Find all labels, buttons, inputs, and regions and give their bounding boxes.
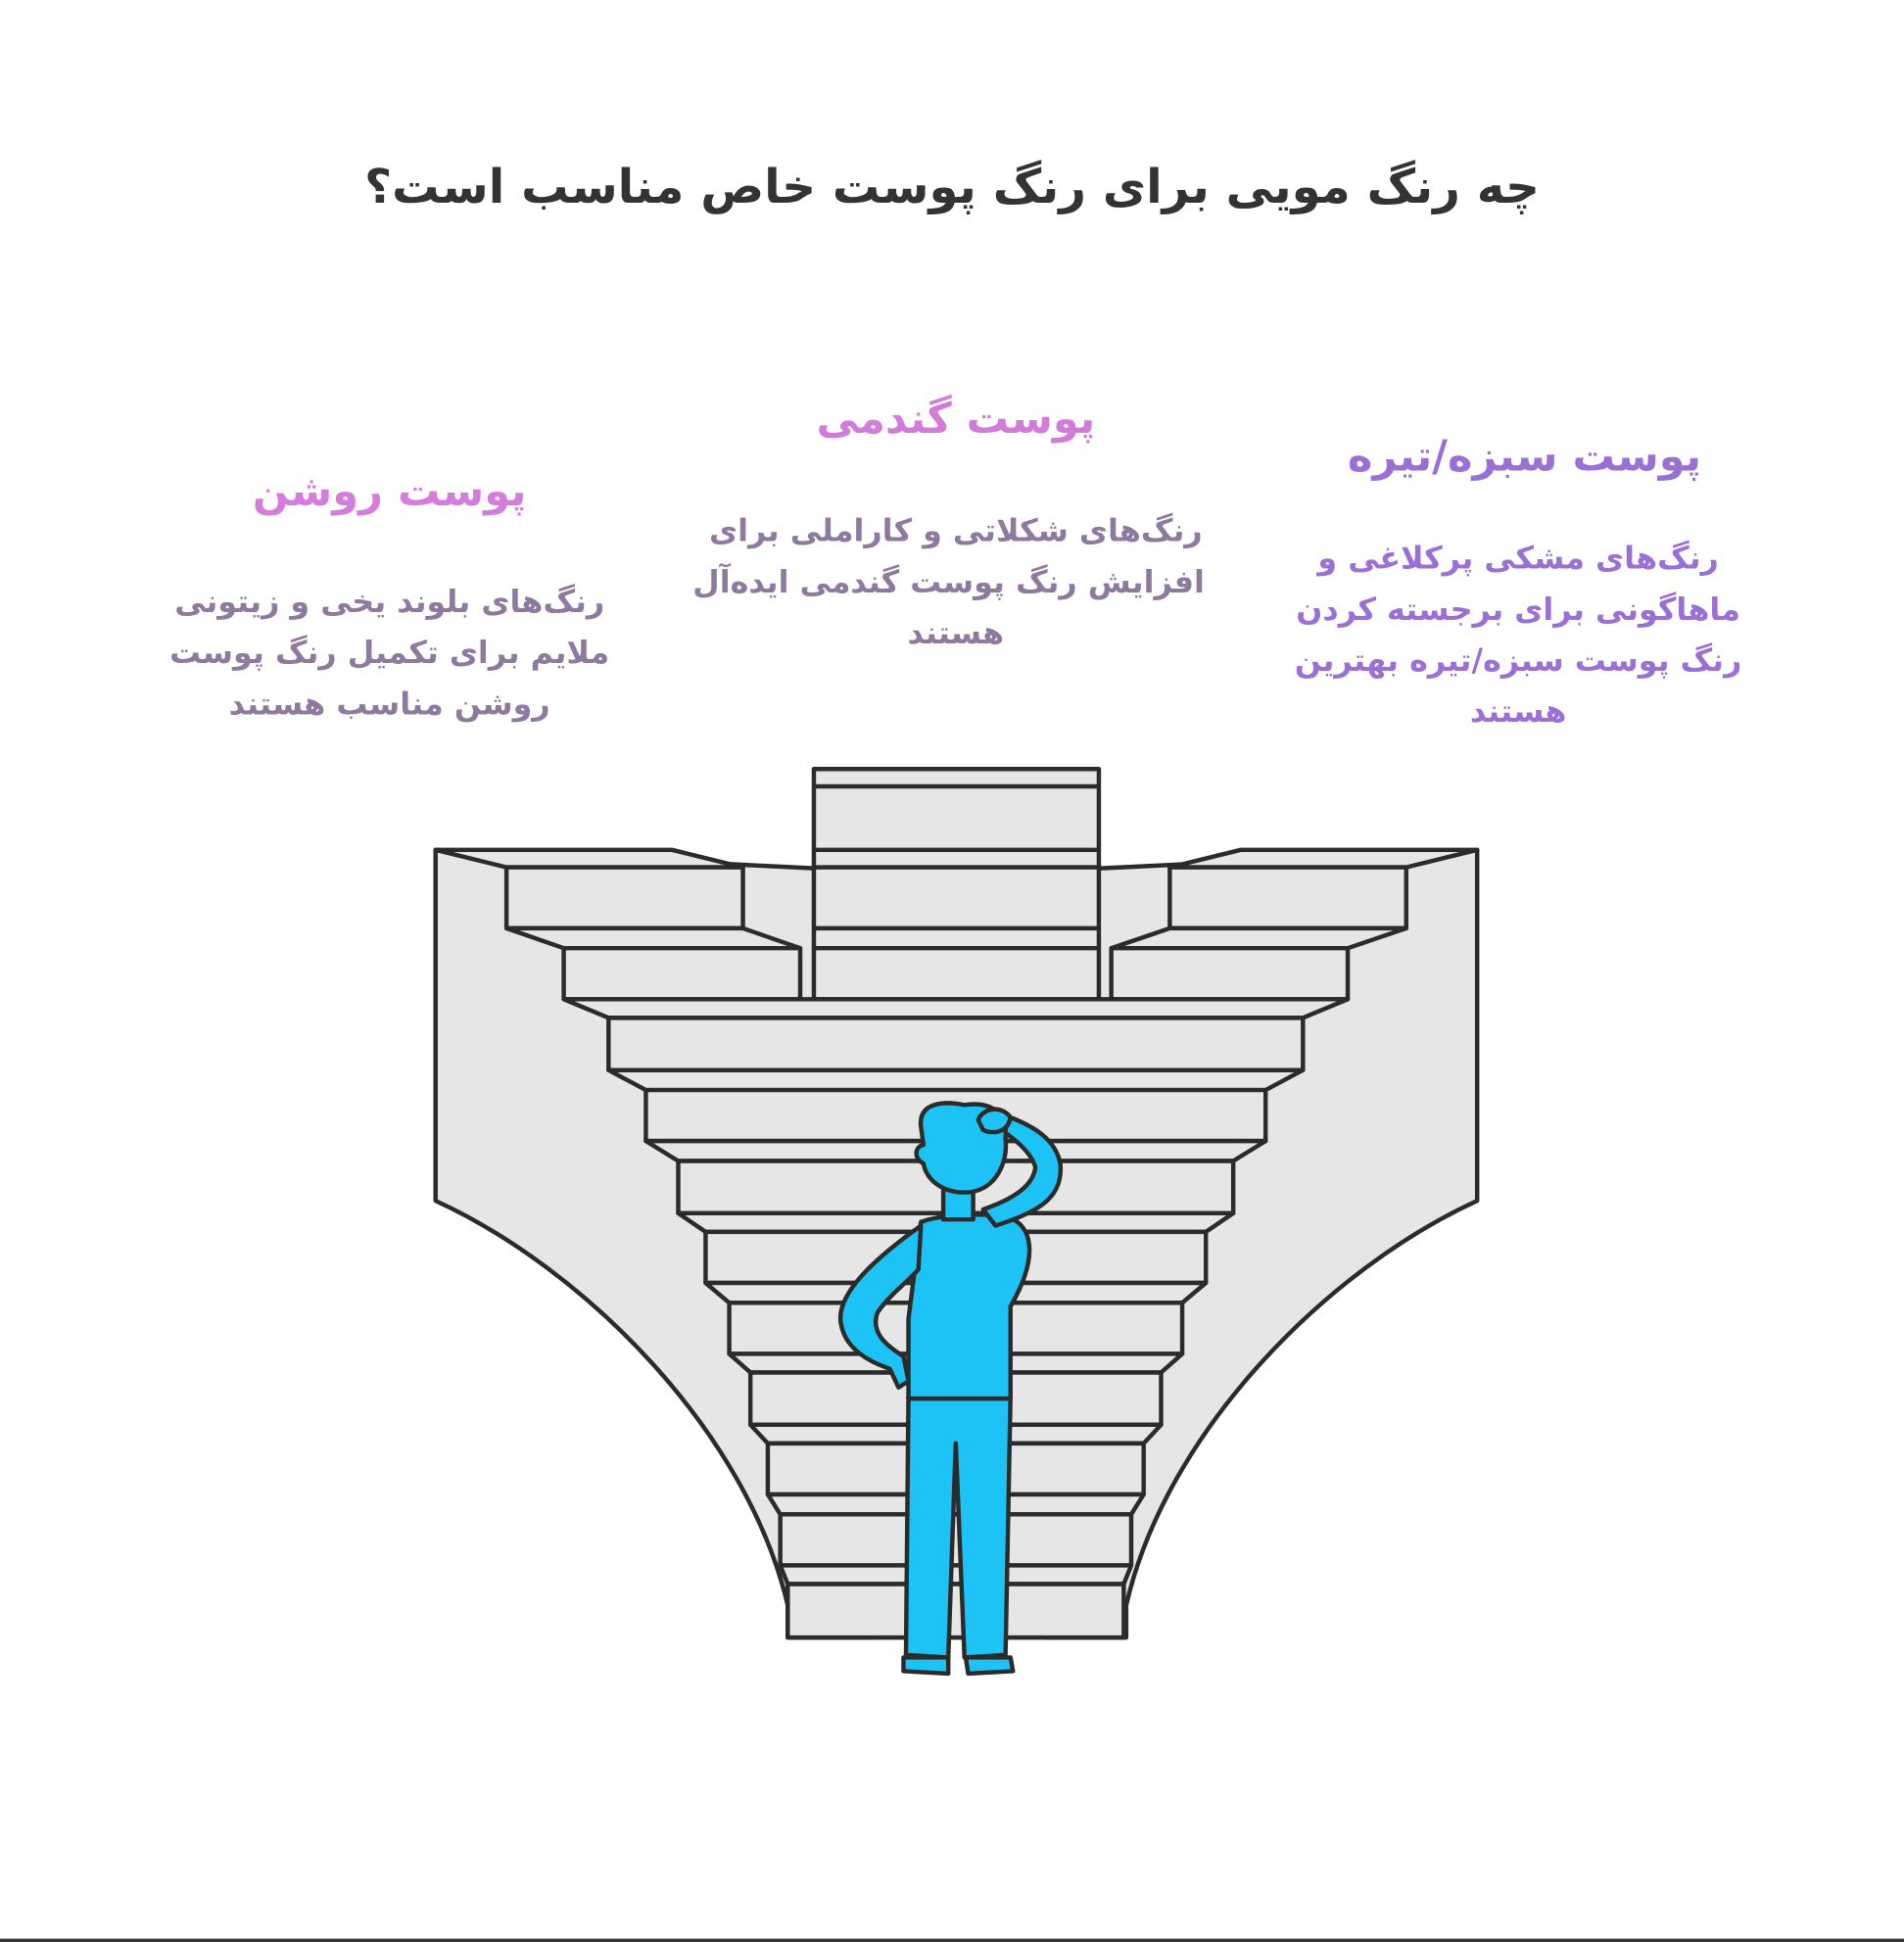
option-heading-dark-skin: پوست سبزه/تیره	[1347, 431, 1702, 482]
description-line: رنگ‌های بلوند یخی و زیتونی	[174, 583, 605, 620]
hip-arm	[837, 1223, 924, 1390]
stair-riser	[778, 1563, 1134, 1587]
option-description-dark-skin: رنگ‌های مشکی پرکلاغی و ماهاگونی برای برج…	[1269, 533, 1767, 736]
torso	[906, 1212, 1032, 1401]
center-tower	[811, 767, 1102, 1002]
description-line: هستند	[907, 614, 1005, 651]
option-heading-wheat-skin: پوست گندمی	[816, 394, 1096, 445]
page-title: چه رنگ مویی برای رنگ پوست خاص مناسب است؟	[364, 159, 1540, 214]
stair-riser	[606, 1067, 1306, 1093]
stair-step	[785, 1582, 1126, 1640]
stair-riser	[561, 997, 1351, 1020]
right-upper-step	[1167, 865, 1409, 931]
option-heading-light-skin: پوست روشن	[252, 466, 527, 517]
description-line: رنگ‌های شکلاتی و کاراملی برای	[708, 512, 1203, 549]
description-line: هستند	[1469, 692, 1567, 730]
feet	[901, 1655, 1016, 1677]
stair-step	[606, 1016, 1306, 1072]
description-line: افزایش رنگ پوست گندمی ایده‌آل	[692, 563, 1205, 600]
description-line: روشن مناسب هستند	[228, 686, 550, 722]
right-lower-step	[1109, 945, 1351, 1002]
description-line: رنگ‌های مشکی پرکلاغی و	[1317, 540, 1719, 577]
right-riser	[1109, 925, 1409, 951]
bottom-divider	[0, 1938, 1904, 1942]
left-riser	[503, 925, 803, 951]
stair-step	[778, 1512, 1134, 1568]
left-lower-step	[561, 945, 803, 1002]
option-description-wheat-skin: رنگ‌های شکلاتی و کاراملی برای افزایش رنگ…	[692, 505, 1205, 658]
description-line: ملایم برای تکمیل رنگ پوست	[169, 635, 610, 671]
option-description-light-skin: رنگ‌های بلوند یخی و زیتونی ملایم برای تک…	[141, 576, 639, 729]
person-thinking-icon	[837, 1101, 1063, 1677]
hand-on-head	[976, 1107, 1013, 1135]
description-line: رنگ پوست سبزه/تیره بهترین	[1294, 641, 1742, 679]
left-upper-step	[503, 865, 745, 931]
description-line: ماهاگونی برای برجسته کردن	[1296, 591, 1740, 628]
